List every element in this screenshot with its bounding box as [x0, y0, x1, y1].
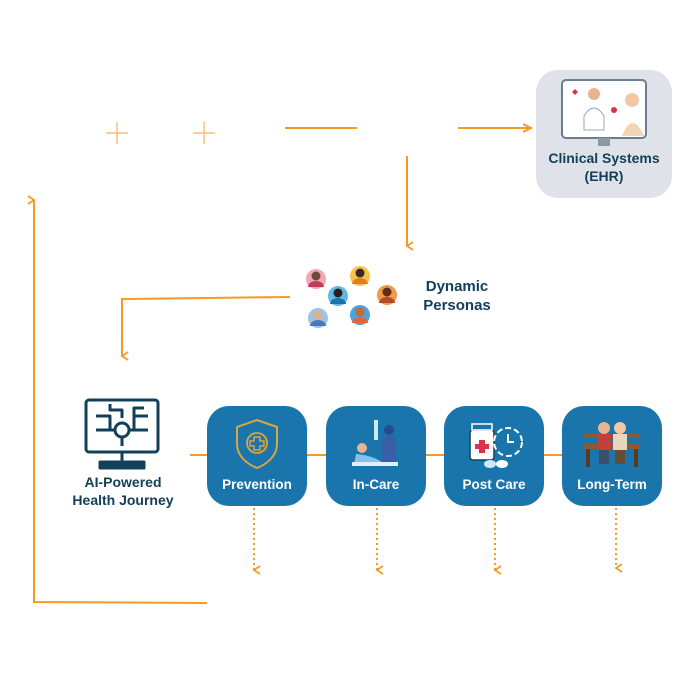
stage-post-care[interactable]: Post Care [444, 406, 544, 506]
stage-long-term[interactable]: Long-Term [562, 406, 662, 506]
connector-loop-back [27, 195, 208, 604]
stage-label: Long-Term [577, 477, 647, 492]
patient-care-icon [352, 420, 398, 466]
elderly-couple-icon [584, 422, 640, 467]
stage-label: Post Care [462, 477, 526, 492]
shield-cross-icon [236, 418, 278, 470]
doctor-screen-icon [561, 79, 647, 146]
stage-label: Prevention [222, 477, 292, 492]
stage-dotted-arrows [252, 508, 623, 575]
stage-in-care[interactable]: In-Care [326, 406, 426, 506]
persona-avatars-icon [306, 266, 397, 328]
stage-label: In-Care [352, 477, 400, 492]
plus-icon [106, 122, 128, 144]
medicine-clock-icon [469, 423, 523, 468]
ai-journey-label: AI-Powered Health Journey [72, 474, 174, 508]
plus-icon [193, 122, 215, 144]
clinical-systems-label: Clinical Systems (EHR) [548, 150, 660, 184]
ai-monitor-chip-icon [84, 398, 160, 470]
connector-arrow-to-ai [120, 296, 291, 361]
stage-prevention[interactable]: Prevention [207, 406, 307, 506]
clinical-systems-card [536, 70, 672, 198]
dynamic-personas-label: Dynamic Personas [423, 278, 491, 314]
